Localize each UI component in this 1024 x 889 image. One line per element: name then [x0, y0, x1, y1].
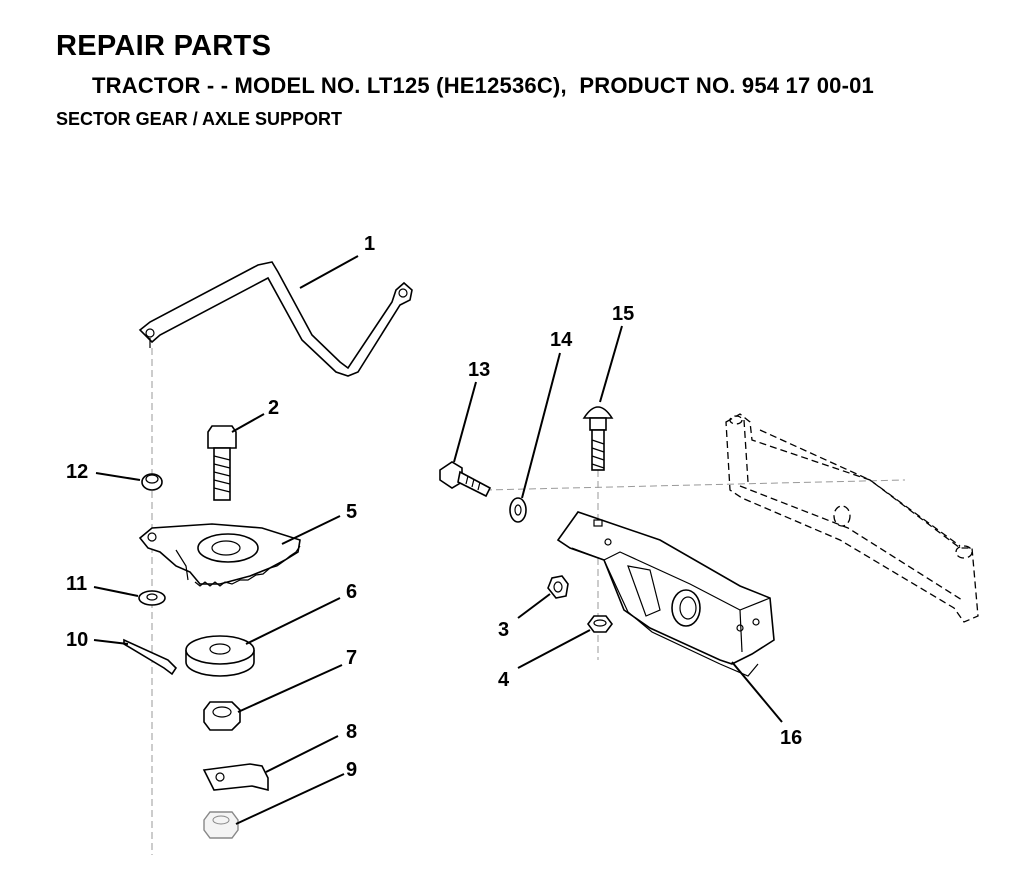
part-4-nut [587, 615, 613, 633]
part-3-nut [547, 575, 569, 599]
callout-10: 10 [66, 629, 88, 651]
part-5-sector-gear [138, 523, 301, 587]
callout-5: 5 [346, 501, 357, 523]
callout-9: 9 [346, 759, 357, 781]
callout-12: 12 [66, 461, 88, 483]
callout-7: 7 [346, 647, 357, 669]
callout-3: 3 [498, 619, 509, 641]
callout-15: 15 [612, 303, 634, 325]
callout-6: 6 [346, 581, 357, 603]
part-12-nut [141, 473, 163, 491]
part-10-cotter-pin [123, 638, 178, 676]
part-6-spacer [185, 635, 255, 677]
section-title: SECTOR GEAR / AXLE SUPPORT [56, 109, 343, 129]
callout-14: 14 [550, 329, 573, 351]
part-7-nut [203, 701, 241, 731]
part-1-drag-link [138, 261, 413, 377]
part-8-clip [202, 763, 269, 792]
callout-8: 8 [346, 721, 357, 743]
callout-13: 13 [468, 359, 490, 381]
callout-1: 1 [364, 233, 375, 255]
part-14-washer [509, 497, 527, 523]
part-16-axle-support [556, 511, 775, 677]
callout-4: 4 [498, 669, 510, 691]
callout-2: 2 [268, 397, 279, 419]
callout-11: 11 [66, 573, 87, 595]
page-title: REPAIR PARTS [56, 30, 272, 62]
model-line: TRACTOR - - MODEL NO. LT125 (HE12536C), … [92, 73, 874, 98]
front-axle-reference [725, 413, 979, 623]
callout-16: 16 [780, 727, 802, 749]
leader-lines [93, 255, 783, 825]
part-15-carriage-bolt [582, 406, 614, 471]
part-9-nut [203, 811, 239, 839]
part-13-bolt [439, 461, 492, 498]
axle-centerline [484, 479, 906, 491]
part-11-washer [138, 590, 166, 606]
part-2-bolt [207, 425, 237, 501]
